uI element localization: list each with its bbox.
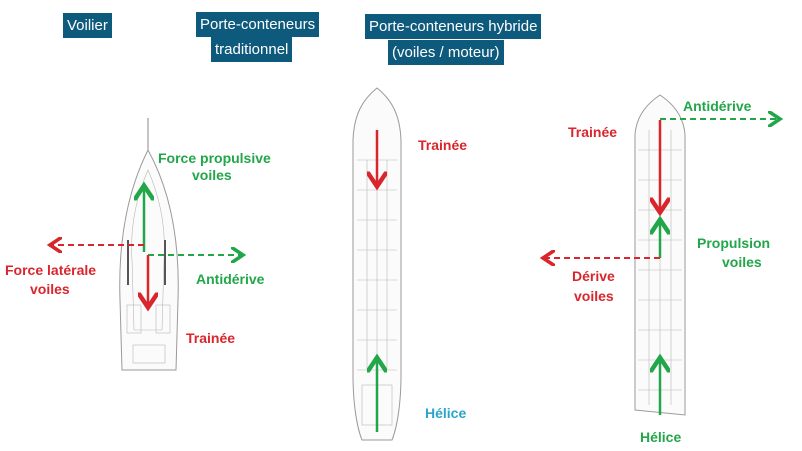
- label-hybrid-antidrift: Antidérive: [683, 98, 752, 114]
- traditional-ship-drawing: [352, 87, 402, 441]
- label-sail-drag: Trainée: [186, 330, 235, 346]
- label-traditional-propeller: Hélice: [425, 405, 466, 421]
- label-hybrid-propulsion-2: voiles: [722, 254, 762, 270]
- label-sail-lateral-2: voiles: [30, 281, 70, 297]
- label-hybrid-drift-2: voiles: [574, 288, 614, 304]
- label-traditional-drag: Trainée: [418, 137, 467, 153]
- title-traditional-line2: traditionnel: [211, 37, 293, 62]
- title-traditional-line1: Porte-conteneurs: [196, 12, 320, 37]
- label-hybrid-drag: Trainée: [568, 124, 617, 140]
- label-sail-antidrift: Antidérive: [196, 271, 265, 287]
- label-hybrid-drift-1: Dérive: [572, 268, 615, 284]
- title-sailboat: Voilier: [63, 13, 112, 38]
- label-hybrid-propulsion-1: Propulsion: [697, 235, 770, 251]
- title-hybrid-line1: Porte-conteneurs hybride: [365, 14, 542, 39]
- label-sail-propulsion-1: Force propulsive: [158, 150, 271, 166]
- title-hybrid-line2: (voiles / moteur): [388, 40, 504, 65]
- label-sail-lateral-1: Force latérale: [5, 262, 96, 278]
- label-hybrid-propeller: Hélice: [640, 429, 681, 445]
- label-sail-propulsion-2: voiles: [192, 167, 232, 183]
